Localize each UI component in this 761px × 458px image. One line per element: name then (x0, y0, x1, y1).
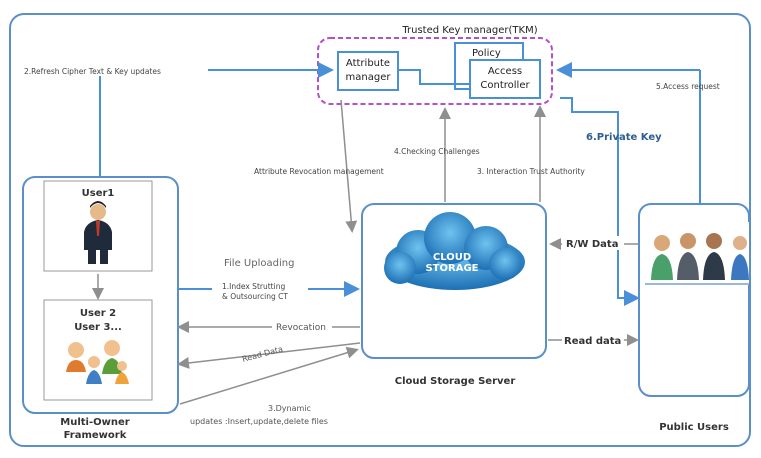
family-icon (66, 340, 129, 384)
tkm-title: Trusted Key manager(TKM) (401, 25, 537, 36)
user2-label: User 2 (80, 308, 116, 319)
attribute-manager-line1: Attribute (346, 58, 390, 69)
cloud-logo-line2: STORAGE (425, 263, 478, 274)
user1-label: User1 (82, 188, 115, 199)
policy-label: Policy (472, 48, 501, 59)
access-controller-box (469, 59, 541, 99)
read-data-label-bg (562, 333, 624, 347)
refresh-label: 2.Refresh Cipher Text & Key updates (24, 67, 161, 76)
cloud-storage-icon (384, 212, 525, 290)
read-data-diagonal-label: Read Data (241, 344, 284, 364)
revocation-label-bg (272, 321, 332, 332)
rw-data-label: R/W Data (566, 239, 618, 250)
checking-challenges-label: 4.Checking Challenges (394, 147, 480, 156)
read-data-diagonal-arrow (177, 342, 361, 369)
index-label-bg (212, 282, 308, 292)
dynamic-label-line2: updates :Insert,update,delete files (190, 417, 328, 426)
multi-owner-caption-line1: Multi-Owner (60, 417, 129, 428)
interaction-trust-label: 3. Interaction Trust Authority (477, 167, 585, 176)
rw-data-label-bg (562, 236, 624, 250)
dynamic-label-line1: 3.Dynamic (268, 404, 311, 413)
index-label-line1: 1.Index Strutting (222, 282, 285, 291)
user3-label: User 3... (74, 322, 122, 333)
attribute-manager-line2: manager (346, 72, 392, 83)
index-label-line2: & Outsourcing CT (222, 292, 288, 301)
cloud-logo-line1: CLOUD (433, 252, 471, 263)
refresh-label-bg (22, 65, 208, 76)
cloud-server-caption: Cloud Storage Server (395, 376, 516, 387)
access-request-label: 5.Access request (656, 82, 720, 91)
access-controller-line1: Access (488, 66, 522, 77)
revocation-label: Revocation (276, 323, 326, 333)
attr-to-access-connector (398, 69, 470, 85)
file-uploading-label: File Uploading (224, 258, 294, 269)
access-controller-line2: Controller (480, 80, 530, 91)
read-data-label: Read data (564, 336, 621, 347)
businessman-icon (84, 201, 112, 264)
public-users-icon (645, 222, 749, 285)
public-users-caption: Public Users (659, 422, 729, 433)
attr-revocation-arrow (340, 99, 358, 233)
dynamic-updates-arrow (179, 346, 359, 405)
cloud-server-frame (361, 203, 547, 359)
private-key-arrow (560, 97, 640, 306)
multi-owner-caption-line2: Framework (64, 430, 127, 441)
attr-revocation-label: Attribute Revocation management (254, 167, 384, 176)
private-key-label: 6.Private Key (586, 132, 662, 143)
